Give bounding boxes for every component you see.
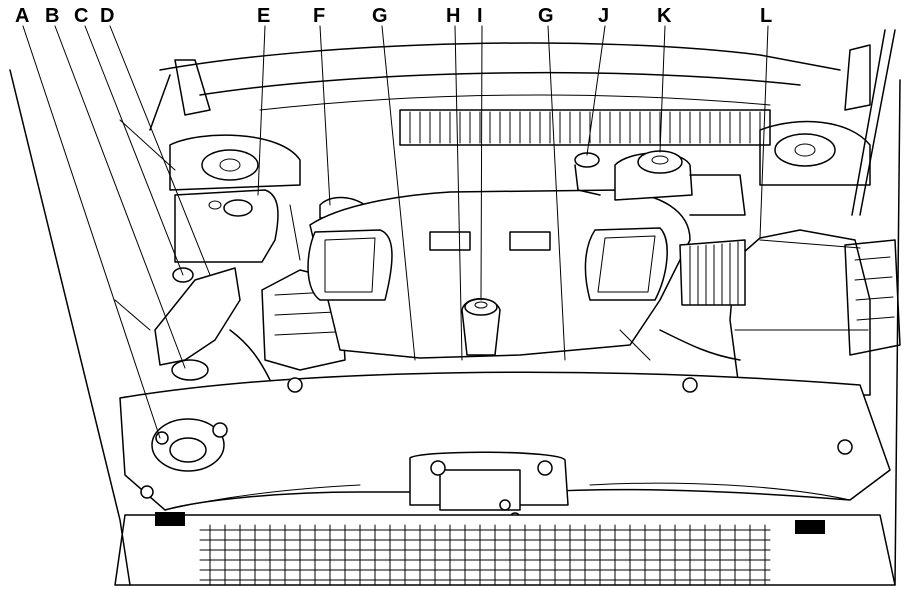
callout-l: L	[760, 5, 772, 27]
callout-j: J	[598, 5, 609, 27]
callout-h: H	[446, 5, 460, 27]
callout-f: F	[313, 5, 325, 27]
callout-a: A	[15, 5, 29, 27]
callout-e: E	[257, 5, 270, 27]
front-grille-bars	[199, 524, 771, 586]
callout-d: D	[100, 5, 114, 27]
leader-lines	[22, 25, 769, 439]
callout-g-left: G	[372, 5, 388, 27]
callout-i: I	[477, 5, 483, 27]
callout-k: K	[657, 5, 672, 27]
engine-bay-line-art	[9, 29, 901, 586]
callout-b: B	[45, 5, 59, 27]
callout-g-right: G	[538, 5, 554, 27]
callout-c: C	[74, 5, 88, 27]
callout-labels: A B C D E F G H I G J K L	[15, 5, 772, 27]
cowl-vent-grille	[409, 111, 761, 144]
